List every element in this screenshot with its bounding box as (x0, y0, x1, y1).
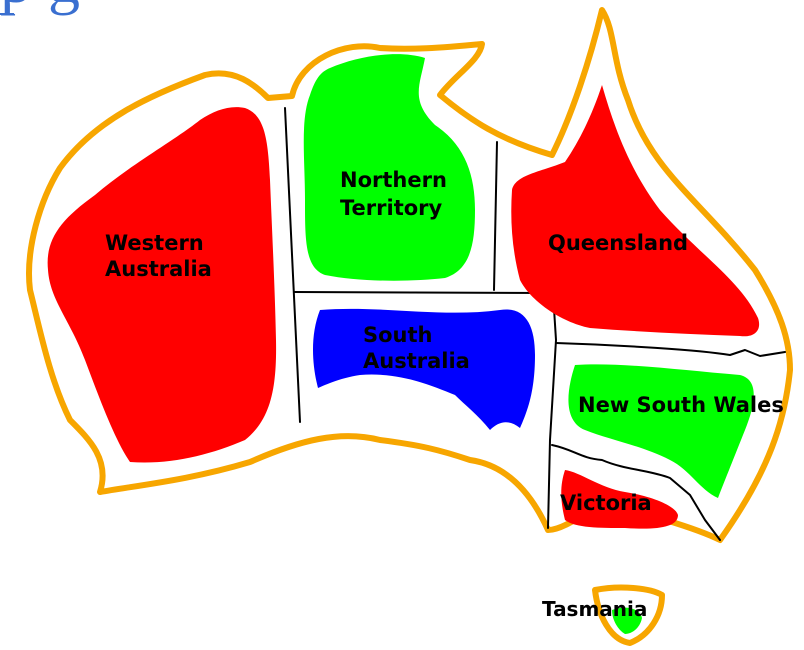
border-nt-sa (293, 291, 554, 294)
label-queensland: Queensland (548, 231, 688, 255)
region-new-south-wales[interactable] (568, 364, 754, 498)
label-new-south-wales: New South Wales (578, 393, 784, 417)
border-nt-qld (493, 141, 498, 291)
region-victoria[interactable] (561, 470, 678, 529)
region-queensland[interactable] (511, 85, 760, 337)
border-nsw-vic (551, 444, 721, 541)
region-northern-territory[interactable] (303, 54, 475, 281)
coastline-outline (26, 7, 793, 543)
label-tasmania: Tasmania (542, 597, 647, 621)
border-sa-qld-nsw (547, 292, 557, 529)
border-wa (284, 107, 301, 423)
heading-fragment: p g (0, 0, 80, 16)
region-western-australia[interactable] (47, 107, 277, 463)
border-qld-nsw (555, 342, 786, 357)
tasmania-coastline (592, 584, 665, 646)
region-tasmania[interactable] (612, 607, 642, 634)
label-victoria: Victoria (560, 491, 652, 515)
label-western-australia: Western Australia (105, 231, 212, 281)
label-south-australia: South Australia (363, 323, 470, 373)
label-northern-territory: Northern Territory (340, 168, 454, 220)
region-south-australia[interactable] (313, 308, 535, 430)
